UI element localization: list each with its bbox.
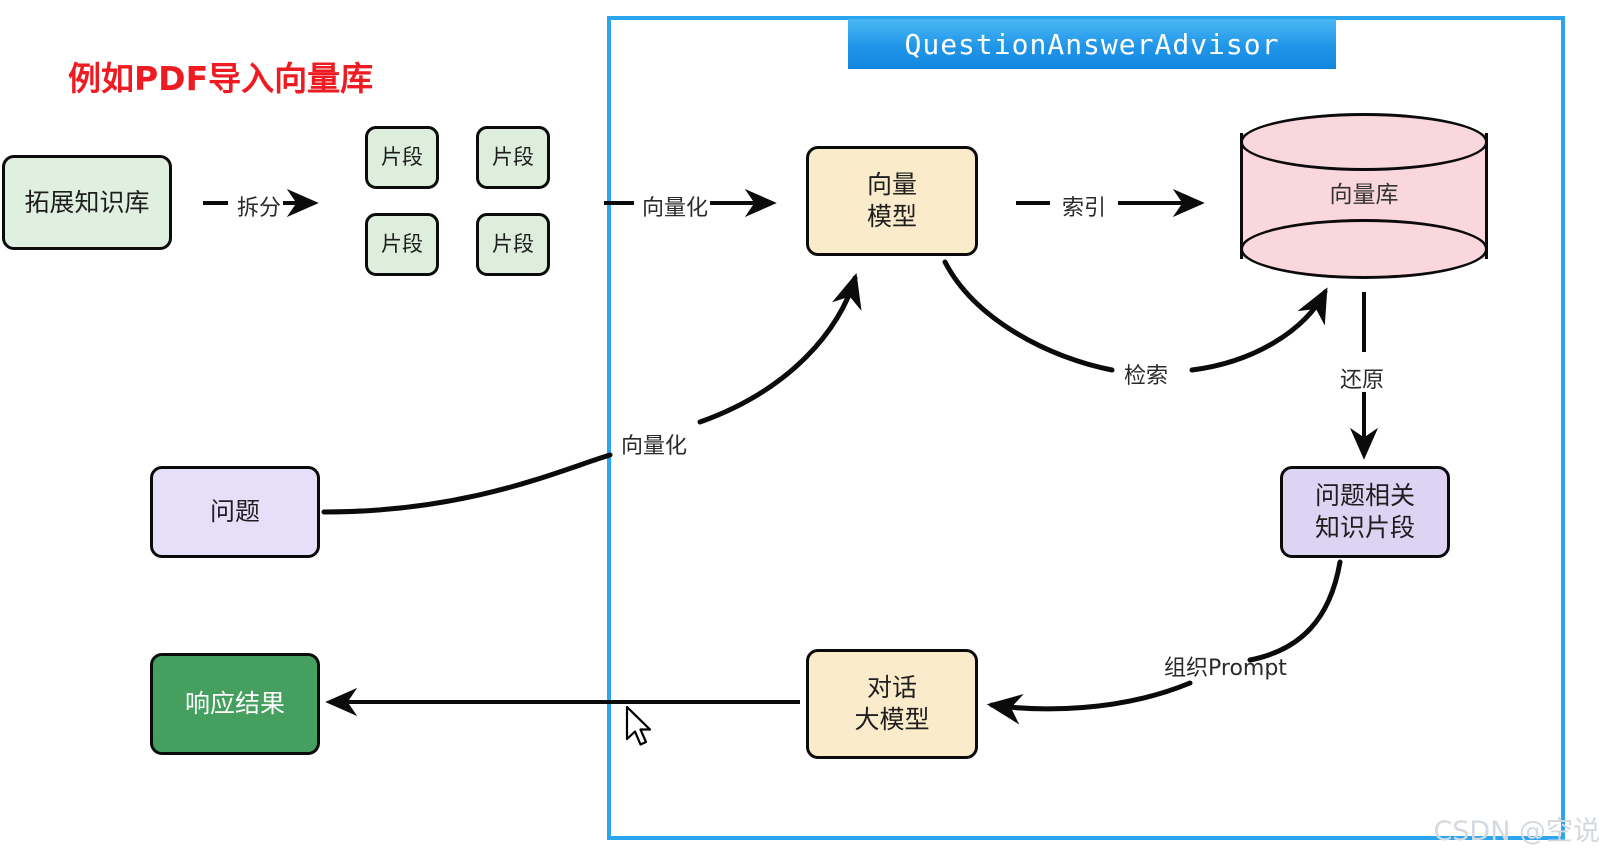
node-knowledge-base[interactable]: 拓展知识库: [2, 155, 172, 250]
node-chat-model-line2: 大模型: [854, 705, 930, 734]
node-fragment-2[interactable]: 片段: [476, 126, 550, 189]
node-response-result[interactable]: 响应结果: [150, 653, 320, 755]
node-response-result-label: 响应结果: [184, 689, 285, 718]
node-fragment-4[interactable]: 片段: [476, 213, 550, 276]
edge-retrieve-right: [1189, 287, 1328, 373]
csdn-watermark: CSDN @空说: [1433, 816, 1600, 847]
frame-title: QuestionAnswerAdvisor: [848, 19, 1336, 69]
edge-label-index: 索引: [1062, 196, 1107, 221]
edge-label-split: 拆分: [237, 196, 282, 221]
node-fragment-2-label: 片段: [492, 145, 534, 170]
edge-organize-prompt: [1247, 559, 1343, 663]
node-fragment-1-label: 片段: [381, 145, 423, 170]
red-note: 例如PDF导入向量库: [68, 59, 374, 98]
node-vector-model-line2: 模型: [866, 202, 917, 231]
cylinder-bottom-ellipse: [1240, 219, 1488, 279]
cylinder-top-ellipse: [1240, 113, 1488, 171]
node-knowledge-base-label: 拓展知识库: [24, 187, 150, 217]
node-chat-model-line1: 对话: [866, 673, 917, 702]
node-question-label: 问题: [209, 497, 260, 526]
node-chat-model[interactable]: 对话 大模型: [806, 649, 978, 759]
edge-label-organize-prompt: 组织Prompt: [1164, 656, 1287, 681]
node-relevant-chunks[interactable]: 问题相关 知识片段: [1280, 466, 1450, 558]
advisor-frame: [607, 16, 1565, 840]
edge-label-vectorize-question: 向量化: [621, 434, 688, 459]
node-vector-database[interactable]: 向量库: [1240, 113, 1488, 279]
node-fragment-3-label: 片段: [381, 232, 423, 257]
node-question[interactable]: 问题: [150, 466, 320, 558]
node-relevant-chunks-line2: 知识片段: [1314, 513, 1415, 542]
edge-label-restore: 还原: [1340, 368, 1385, 393]
node-relevant-chunks-line1: 问题相关: [1314, 481, 1415, 510]
node-vector-database-label: 向量库: [1329, 182, 1399, 208]
edge-vectorize-question: [321, 452, 613, 515]
node-vector-model[interactable]: 向量 模型: [806, 146, 978, 256]
edge-label-retrieve: 检索: [1124, 364, 1169, 389]
edge-vectorize-question-2: [697, 272, 862, 425]
node-fragment-3[interactable]: 片段: [365, 213, 439, 276]
mouse-cursor: [625, 705, 652, 746]
node-vector-model-line1: 向量: [866, 170, 917, 199]
edge-organize-prompt-2: [986, 680, 1193, 725]
edge-retrieve-left: [942, 259, 1115, 373]
node-fragment-1[interactable]: 片段: [365, 126, 439, 189]
node-fragment-4-label: 片段: [492, 232, 534, 257]
edge-label-vectorize-top: 向量化: [642, 196, 709, 221]
